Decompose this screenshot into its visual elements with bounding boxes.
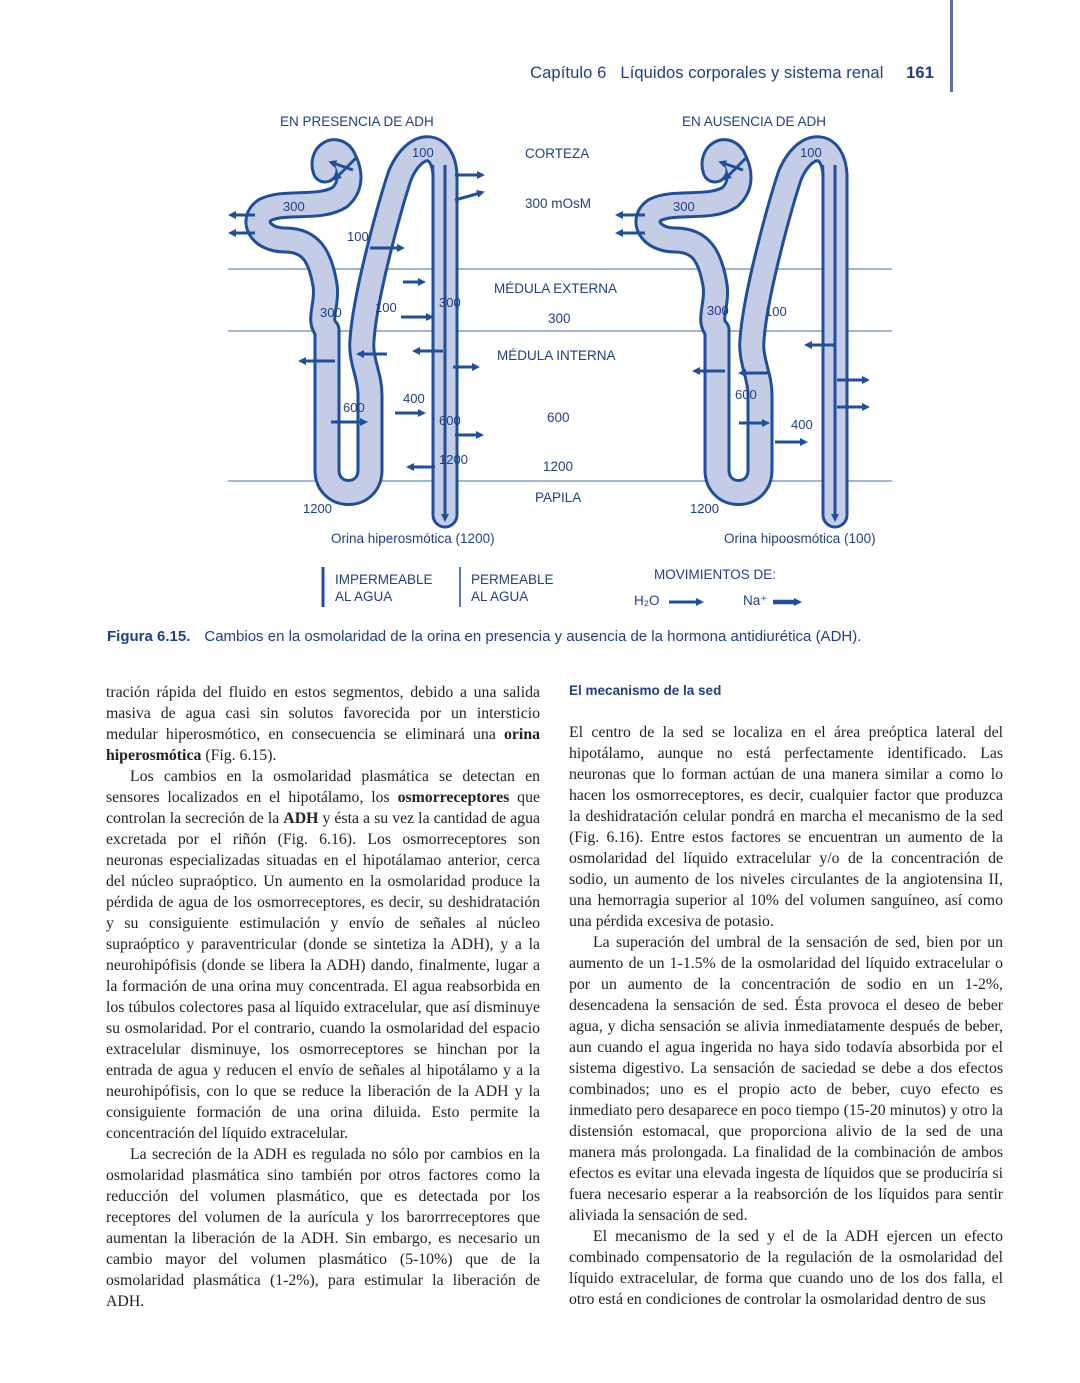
left-value-b: 300 [283,199,305,214]
left-value-a: 100 [412,145,434,160]
left-value-h: 400 [403,391,425,406]
paragraph: La superación del umbral de la sensación… [569,934,1003,1224]
legend-impermeable-2: AL AGUA [335,589,393,604]
right-value-e: 600 [735,387,757,402]
text-run: tración rápida del fluido en estos segme… [106,684,540,743]
paragraph: El mecanismo de la sed y el de la ADH ej… [569,1228,1003,1308]
text-run: Los cambios en la osmolaridad plasmática… [106,768,540,806]
figure-caption: Figura 6.15. Cambios en la osmolaridad de… [107,628,861,645]
left-arrows [228,155,485,471]
right-value-b: 300 [673,199,695,214]
text-run: que controlan la secreción de la [106,789,540,827]
text-run: (Fig. 6.15). [201,747,277,764]
caption-label: Figura 6.15. [107,628,191,645]
right-value-d: 100 [765,304,787,319]
right-urine-label: Orina hipoosmótica (100) [724,531,876,546]
zone-papilla: PAPILA [535,490,582,505]
right-value-c: 300 [707,303,729,318]
paragraph: Los cambios en la osmolaridad plasmática… [106,766,540,1144]
left-value-i: 600 [439,413,461,428]
left-column: tración rápida del fluido en estos segme… [106,682,540,1312]
zone-papilla-value: 1200 [543,459,574,474]
right-value-a: 100 [800,145,822,160]
header-rule [950,0,953,92]
zone-cortex: CORTEZA [525,146,590,161]
left-value-d: 300 [320,305,342,320]
legend-permeable-2: AL AGUA [471,589,529,604]
nephron-diagram [228,135,892,607]
left-value-k: 1200 [303,501,332,516]
right-value-g: 1200 [690,501,719,516]
left-urine-label: Orina hiperosmótica (1200) [331,531,495,546]
zone-inner-medulla: MÉDULA INTERNA [497,348,616,363]
running-head: Capítulo 6 Líquidos corporales y sistema… [530,64,934,83]
section-title: El mecanismo de la sed [569,683,722,698]
right-arrows [615,155,870,522]
left-value-j: 1200 [439,452,468,467]
legend-sodium: Na⁺ [743,593,768,608]
chapter-title: Líquidos corporales y sistema renal [620,64,884,82]
paragraph: El centro de la sed se localiza en el ár… [569,724,1003,930]
legend-permeable-1: PERMEABLE [471,572,554,587]
legend-movements: MOVIMIENTOS DE: [654,567,777,582]
legend-impermeable-1: IMPERMEABLE [335,572,433,587]
right-nephron [634,135,849,529]
left-value-f: 300 [439,295,461,310]
zone-cortex-value: 300 mOsM [525,196,592,211]
left-panel-title: EN PRESENCIA DE ADH [280,114,434,129]
right-panel-title: EN AUSENCIA DE ADH [682,114,827,129]
nephron-figure: EN PRESENCIA DE ADH EN AUSENCIA DE ADH C… [225,105,895,615]
left-nephron [244,135,459,529]
left-value-c: 100 [347,229,369,244]
zone-inner-medulla-value: 600 [547,410,570,425]
bold-term: osmorreceptores [397,789,510,806]
legend-water: H₂O [634,593,660,608]
right-value-f: 400 [791,417,813,432]
left-value-g: 600 [343,400,365,415]
left-value-e: 100 [375,300,397,315]
zone-outer-medulla: MÉDULA EXTERNA [494,281,618,296]
caption-text: Cambios en la osmolaridad de la orina en… [204,628,862,645]
text-run: y ésta a su vez la cantidad de agua excr… [106,810,540,1142]
bold-term: orina hiperosmótica [106,726,540,764]
paragraph: La secreción de la ADH es regulada no só… [106,1146,540,1310]
right-column: El mecanismo de la sed El centro de la s… [569,682,1003,1310]
paragraph: tración rápida del fluido en estos segme… [106,682,540,766]
chapter-label: Capítulo 6 [530,64,607,82]
zone-outer-medulla-value: 300 [548,311,571,326]
bold-term: ADH [283,810,319,827]
page-number: 161 [906,64,934,82]
